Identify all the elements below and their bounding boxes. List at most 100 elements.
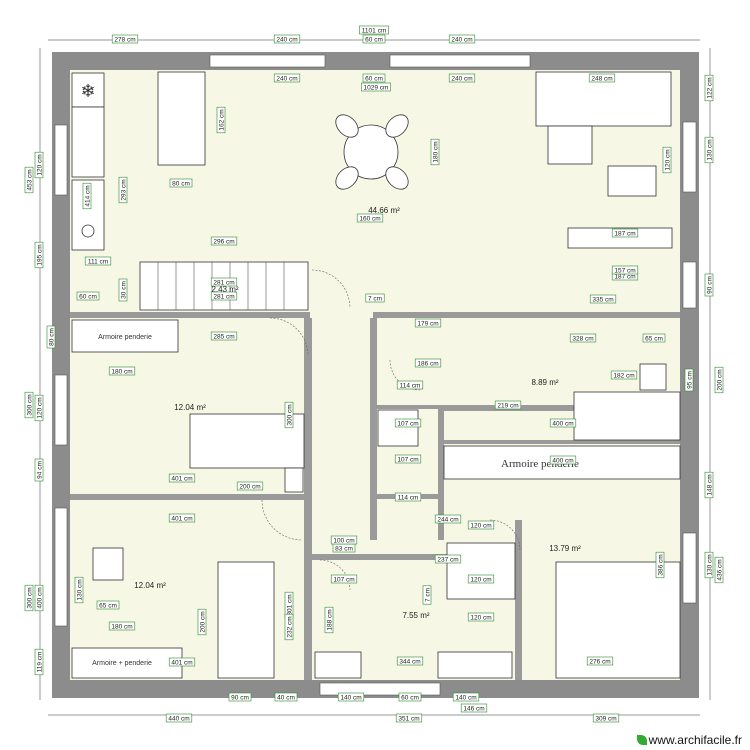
dimension-text: 120 cm — [470, 577, 491, 584]
desk-east — [573, 391, 681, 441]
dimension-label-stair-296: 296 cm — [210, 236, 238, 246]
dimension-box — [274, 692, 298, 702]
door-se-bedroom — [489, 519, 521, 551]
dimension-text: 114 cm — [400, 383, 421, 390]
dimension-label-dining-180: 180 cm — [430, 138, 440, 166]
dimension-text: 278 cm — [114, 37, 135, 44]
dimension-box — [704, 136, 714, 164]
dimension-box — [210, 236, 238, 246]
dimension-text: 200 cm — [717, 369, 724, 390]
dimension-box — [549, 455, 577, 465]
dimension-text: 300 cm — [27, 394, 34, 415]
dimension-text: 180 cm — [111, 624, 132, 631]
dimension-text: 244 cm — [437, 517, 458, 524]
dimension-label-inner-60: 60 cm — [362, 73, 386, 83]
dimension-text: 400 cm — [552, 458, 573, 465]
dimension-box — [34, 394, 44, 422]
dimension-box — [24, 584, 34, 612]
dimension-text: 83 cm — [335, 546, 353, 553]
dimension-text: 120 cm — [470, 615, 491, 622]
window-west-2 — [54, 374, 68, 446]
dimension-box — [642, 333, 666, 343]
dimension-text: 146 cm — [463, 706, 484, 713]
dimension-box — [24, 166, 34, 194]
wall-bath-top — [310, 554, 520, 560]
sofa-chaise — [547, 125, 593, 165]
dimension-label-sw-301: 301 cm — [284, 591, 294, 619]
dimension-label-kitchen-414: 414 cm — [82, 182, 92, 210]
dimension-text: 200 cm — [239, 484, 260, 491]
dimension-label-b-344: 344 cm — [396, 656, 424, 666]
room-area-southwest: 12.04 m² — [134, 581, 166, 590]
dimension-label-sw-65: 65 cm — [96, 600, 120, 610]
dimension-box — [210, 277, 238, 287]
wall-north — [52, 52, 699, 70]
dimension-label-sw-401a: 401 cm — [168, 513, 196, 523]
dimension-text: 80 cm — [49, 328, 56, 346]
dimension-box — [704, 74, 714, 102]
dimension-label-sw-232: 232 cm — [284, 613, 294, 641]
tv-unit — [567, 227, 673, 249]
vanity-2 — [437, 651, 513, 679]
dimension-text: 401 cm — [171, 516, 192, 523]
dimension-box — [434, 514, 462, 524]
dimension-box — [284, 401, 294, 429]
dimension-label-left-130: 130 cm — [74, 576, 84, 604]
dimension-text: 414 cm — [85, 185, 92, 206]
dimension-text: 248 cm — [591, 76, 612, 83]
dimension-text: 400 cm — [552, 421, 573, 428]
dimension-label-liv-335: 335 cm — [589, 294, 617, 304]
dimension-label-inner-240b: 240 cm — [448, 73, 476, 83]
dimension-label-top-240a: 240 cm — [273, 34, 301, 44]
dimension-box — [168, 513, 196, 523]
dimension-label-liv-7: 7 cm — [365, 293, 385, 303]
dimension-text: 180 cm — [111, 369, 132, 376]
dimension-text: 237 cm — [437, 557, 458, 564]
bed-southwest — [217, 561, 275, 679]
wardrobe-west-label: Armoire penderie — [98, 334, 152, 341]
dimension-label-h-107a: 107 cm — [394, 418, 422, 428]
dimension-text: 240 cm — [276, 76, 297, 83]
dimension-label-bottom-351: 351 cm — [395, 713, 423, 723]
dimension-box — [704, 551, 714, 579]
dimension-box — [662, 146, 672, 174]
dimension-label-bottom-309: 309 cm — [592, 713, 620, 723]
dimension-box — [168, 657, 196, 667]
dimension-box — [169, 178, 193, 188]
dimension-box — [96, 600, 120, 610]
dimension-text: 90 cm — [231, 695, 249, 702]
dimension-box — [448, 73, 476, 83]
dimension-label-w1-300: 300 cm — [284, 401, 294, 429]
dimension-text: 122 cm — [707, 77, 714, 98]
dimension-text: 140 cm — [455, 695, 476, 702]
leaf-icon — [636, 735, 647, 745]
dimension-label-right-122: 122 cm — [704, 74, 714, 102]
dimension-box — [394, 418, 422, 428]
toilet — [377, 409, 419, 447]
dimension-label-h-65: 65 cm — [642, 333, 666, 343]
dimension-box — [24, 391, 34, 419]
dimension-box — [34, 458, 44, 482]
dimension-box — [46, 325, 56, 349]
dimension-box — [361, 82, 391, 92]
dimension-text: 90 cm — [707, 276, 714, 294]
window-east-1 — [682, 121, 697, 193]
dimension-text: 276 cm — [589, 659, 610, 666]
dimension-label-kitchen-293: 293 cm — [118, 176, 128, 204]
dimension-label-bottom-146: 146 cm — [460, 703, 488, 713]
dimension-text: 160 cm — [359, 216, 380, 223]
chair-east — [639, 363, 667, 391]
dimension-label-se-276: 276 cm — [586, 656, 614, 666]
dimension-text: 281 cm — [213, 280, 234, 287]
dimension-box — [611, 265, 639, 275]
dimension-text: 187 cm — [614, 274, 635, 281]
window-east-2 — [682, 261, 697, 309]
room-area-hall: 8.89 m² — [531, 378, 558, 387]
dimension-text: 240 cm — [276, 37, 297, 44]
dimension-label-se-120: 120 cm — [467, 520, 495, 530]
dimension-text: 120 cm — [665, 149, 672, 170]
dimension-text: 240 cm — [451, 37, 472, 44]
dimension-label-bottom-90: 90 cm — [228, 692, 252, 702]
dimension-label-right-95: 95 cm — [684, 368, 694, 392]
